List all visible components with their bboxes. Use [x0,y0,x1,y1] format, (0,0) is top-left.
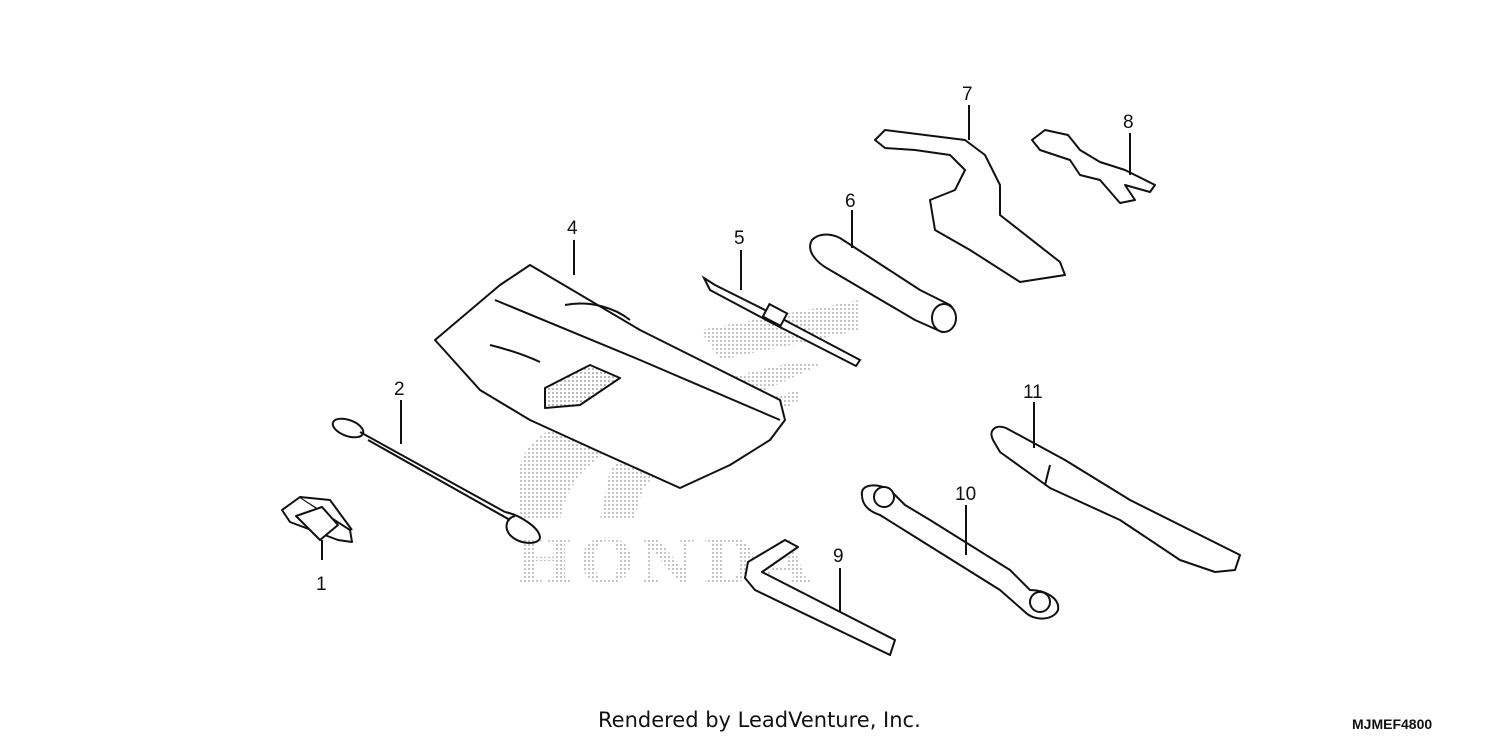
footer-credit: Rendered by LeadVenture, Inc. [598,708,921,732]
part-8-wrench [1031,129,1156,204]
callout-6: 6 [845,191,856,212]
part-4-tool-bag [434,240,786,489]
callout-8: 8 [1123,112,1134,133]
callout-labels: 1 2 4 5 6 7 8 9 10 11 [316,84,1134,595]
callout-7: 7 [962,84,973,105]
part-9-hex-key [744,539,896,656]
callout-2: 2 [394,379,405,400]
part-6-handle [809,210,957,333]
diagram-code: MJMEF4800 [1352,716,1433,732]
part-1-clip [281,496,353,560]
part-11-extension-bar [990,402,1241,573]
callout-4: 4 [567,218,578,239]
callout-11: 11 [1023,382,1043,403]
callout-5: 5 [734,228,745,249]
callout-1: 1 [316,574,327,595]
part-5-screwdriver-bit [701,250,862,368]
part-2-rod [331,400,542,544]
callout-9: 9 [833,546,844,567]
part-7-hook-spanner [874,105,1066,283]
callout-10: 10 [955,484,976,505]
part-10-box-wrench [860,484,1060,620]
